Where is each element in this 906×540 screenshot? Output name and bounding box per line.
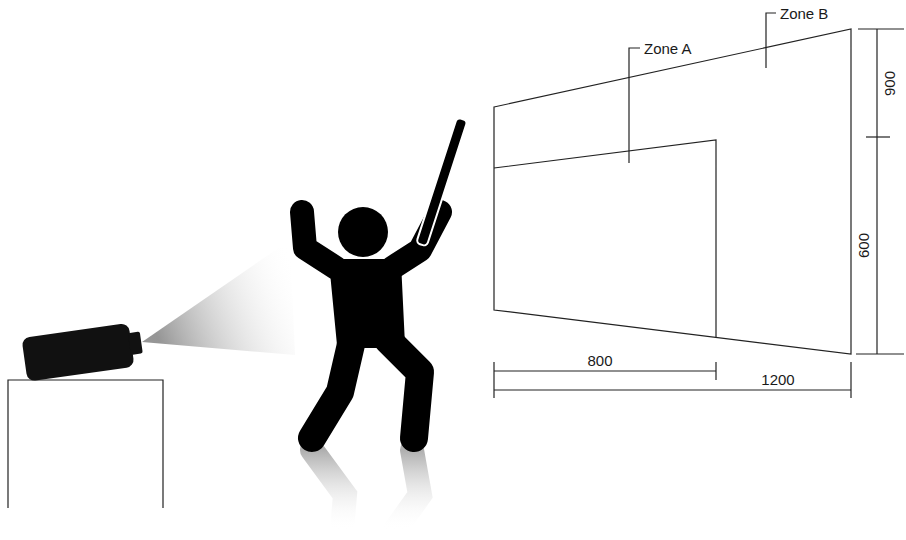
- zone-a-outline: [494, 140, 716, 337]
- dimension-label: 600: [857, 232, 872, 257]
- dimension-label: 800: [587, 353, 612, 368]
- leader-line: [766, 13, 776, 68]
- dimension-label: 900: [883, 70, 898, 95]
- zone-label: Zone A: [644, 41, 692, 56]
- light-beam: [142, 240, 295, 355]
- dimension-label: 1200: [761, 372, 794, 387]
- projector: [21, 322, 144, 382]
- pointer-stick: [416, 117, 467, 246]
- zone-b-outline: [494, 29, 851, 354]
- dimension-lines: [494, 29, 904, 398]
- table: [8, 380, 163, 508]
- zone-label: Zone B: [780, 6, 828, 21]
- leader-line: [629, 48, 640, 163]
- figure-reflection: [312, 450, 420, 530]
